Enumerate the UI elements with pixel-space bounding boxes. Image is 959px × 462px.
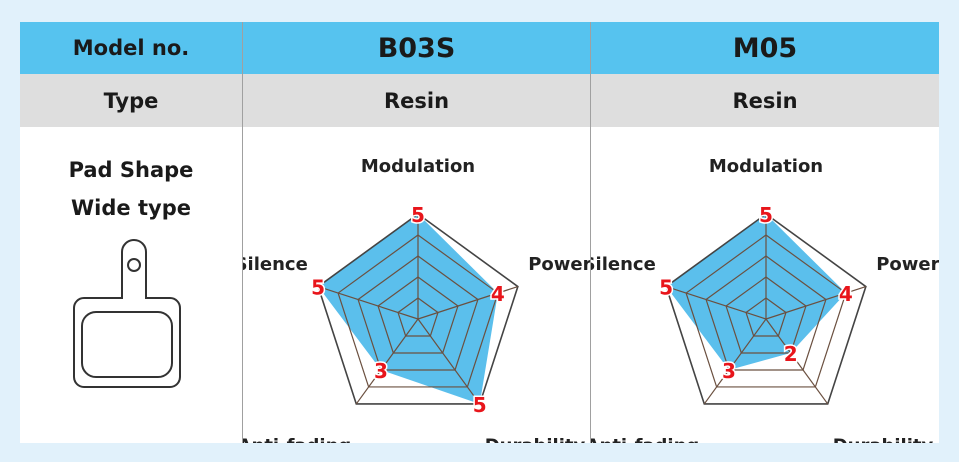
grid-spoke	[765, 318, 829, 405]
value-label: 3	[374, 359, 388, 383]
type-header: Type	[20, 74, 242, 127]
grid-ring	[337, 234, 499, 388]
grid-spoke	[355, 318, 419, 405]
grid-spoke	[703, 318, 767, 405]
axis-label-power: Power	[528, 254, 590, 275]
axis-label-modulation: Modulation	[709, 156, 823, 177]
grid-spoke	[317, 285, 419, 320]
comparison-table: Model no. B03S M05 Type Resin Resin Pad …	[20, 22, 939, 443]
pad-type-label: Wide type	[71, 196, 191, 220]
grid-ring	[357, 255, 479, 371]
pad-shape-label: Pad Shape	[68, 158, 194, 182]
grid-spoke	[765, 285, 867, 320]
radar-area	[318, 214, 498, 404]
value-label: 2	[784, 342, 798, 366]
radar-chart-m05: Modulation5Power4Durability2Anti-fading3…	[591, 156, 939, 443]
axis-label-power: Power	[876, 254, 939, 275]
axis-label-silence: Silence	[591, 254, 656, 275]
grid-ring	[685, 234, 847, 388]
model-m05: M05	[590, 22, 939, 74]
value-label: 5	[473, 393, 487, 417]
radar-area	[666, 214, 846, 370]
value-label: 5	[659, 276, 673, 300]
radar-chart-b03s: Modulation5Power4Durability5Anti-fading3…	[243, 156, 590, 443]
grid-spoke	[417, 285, 519, 320]
axis-label-durability: Durability	[485, 435, 586, 443]
radar-cell-m05: Modulation5Power4Durability2Anti-fading3…	[590, 127, 939, 443]
grid-ring	[665, 213, 867, 405]
grid-ring	[725, 276, 807, 354]
grid-spoke	[665, 285, 767, 320]
value-label: 5	[759, 203, 773, 227]
grid-spoke	[417, 318, 481, 405]
value-label: 3	[722, 359, 736, 383]
value-label: 5	[411, 203, 425, 227]
grid-ring	[397, 297, 439, 337]
axis-label-modulation: Modulation	[361, 156, 475, 177]
brake-pad-icon	[73, 239, 181, 388]
grid-ring	[745, 297, 787, 337]
type-b03s: Resin	[242, 74, 590, 127]
axis-label-anti-fading: Anti-fading	[591, 435, 699, 443]
type-m05: Resin	[590, 74, 939, 127]
value-label: 5	[311, 276, 325, 300]
axis-label-silence: Silence	[243, 254, 308, 275]
grid-ring	[317, 213, 519, 405]
value-label: 4	[491, 282, 505, 306]
axis-label-durability: Durability	[833, 435, 934, 443]
grid-ring	[377, 276, 459, 354]
radar-cell-b03s: Modulation5Power4Durability5Anti-fading3…	[242, 127, 590, 443]
axis-label-anti-fading: Anti-fading	[243, 435, 351, 443]
grid-ring	[705, 255, 827, 371]
model-b03s: B03S	[242, 22, 590, 74]
model-header: Model no.	[20, 22, 242, 74]
value-label: 4	[839, 282, 853, 306]
